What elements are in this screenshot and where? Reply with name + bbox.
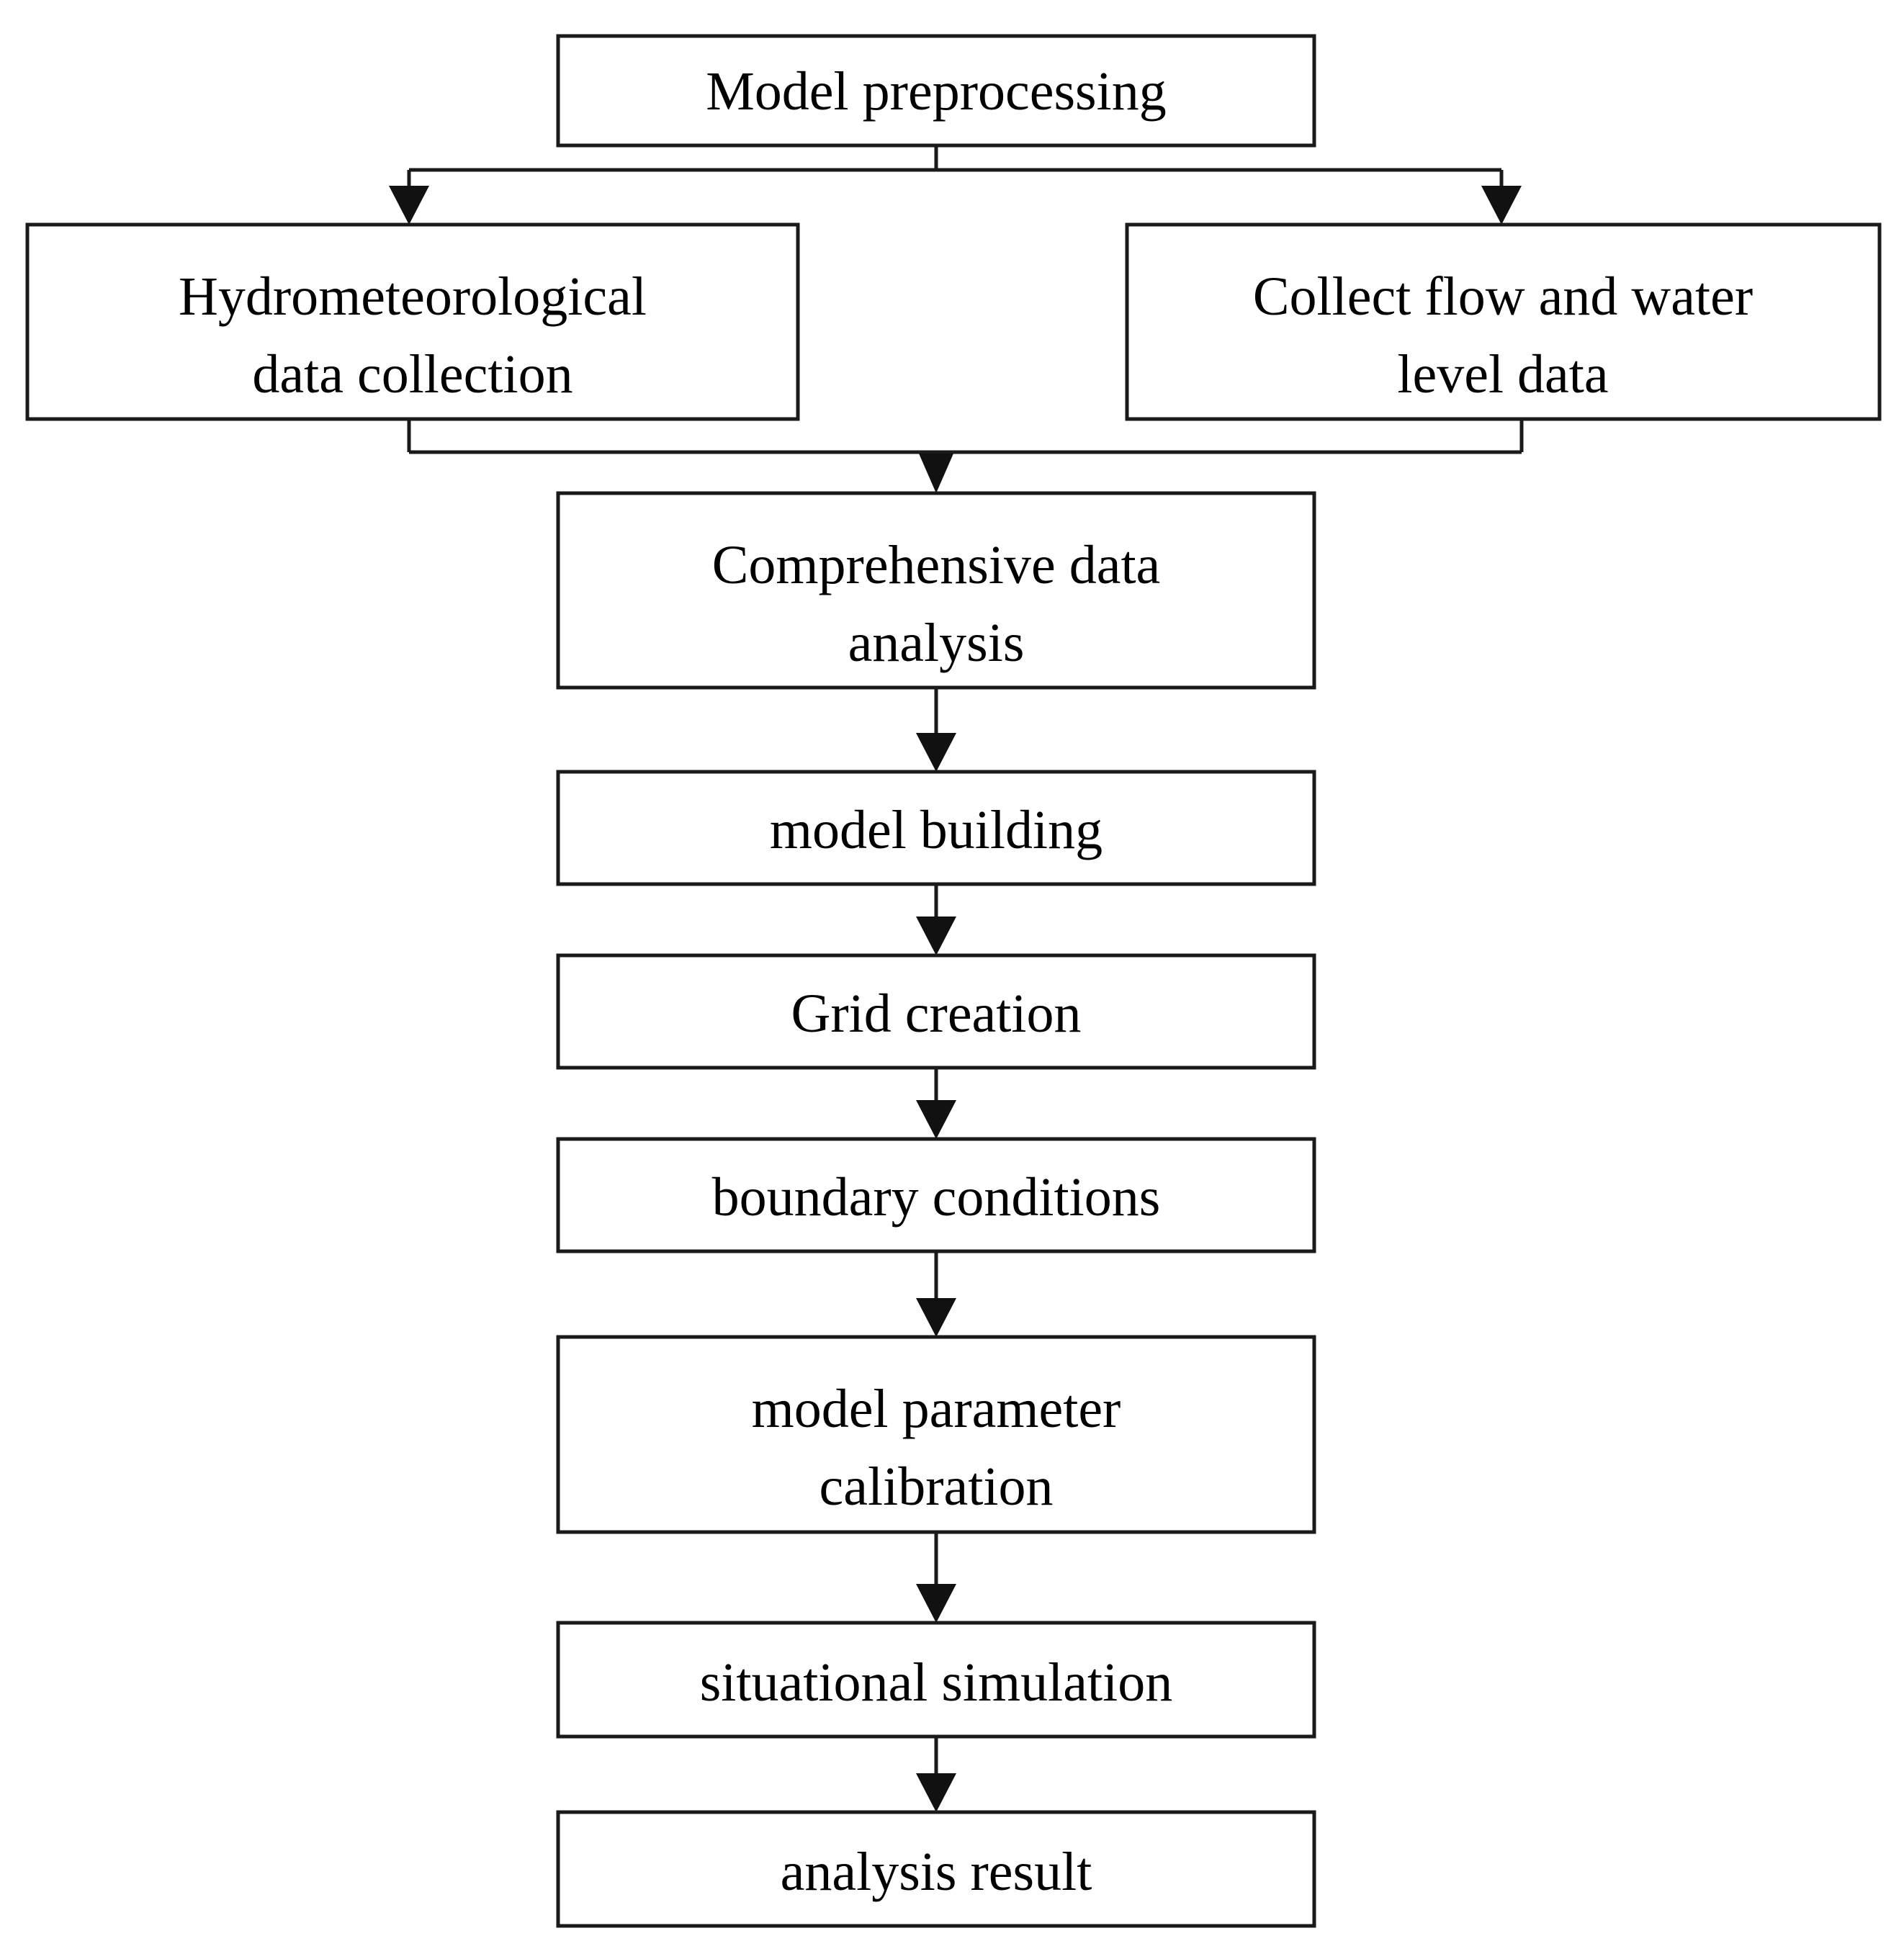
arrow-head-to-model-parameter-calibration: [916, 1298, 956, 1337]
node-box[interactable]: [556, 1335, 1316, 1534]
node-label-model-preprocessing: Model preprocessing: [706, 61, 1167, 122]
node-box[interactable]: [556, 1621, 1316, 1739]
node-comprehensive-data-analysis[interactable]: Comprehensive data analysis: [556, 491, 1316, 690]
node-label-hydrometeorological-line1: Hydrometeorological: [179, 266, 647, 327]
node-label-situational-simulation: situational simulation: [700, 1652, 1173, 1713]
arrow-head-to-situational-simulation: [916, 1584, 956, 1623]
edge-model-building-to-grid-creation: [916, 884, 956, 955]
node-collect-flow-and-water-level-data[interactable]: Collect flow and water level data: [1125, 222, 1882, 421]
node-box[interactable]: [25, 222, 800, 421]
edge-comprehensive-to-model-building: [916, 688, 956, 772]
node-hydrometeorological-data-collection[interactable]: Hydrometeorological data collection: [25, 222, 800, 421]
edge-grid-creation-to-boundary-conditions: [916, 1068, 956, 1139]
node-label-boundary-conditions: boundary conditions: [712, 1167, 1161, 1228]
node-model-parameter-calibration[interactable]: model parameter calibration: [556, 1335, 1316, 1534]
node-label-collect-flow-line1: Collect flow and water: [1253, 266, 1753, 327]
node-box[interactable]: [556, 1137, 1316, 1253]
node-label-comprehensive-line1: Comprehensive data: [712, 535, 1161, 595]
node-grid-creation[interactable]: Grid creation: [556, 953, 1316, 1070]
node-analysis-result[interactable]: analysis result: [556, 1810, 1316, 1928]
arrow-head-to-collect-flow: [1481, 186, 1522, 225]
arrow-head-to-analysis-result: [916, 1773, 956, 1812]
node-label-grid-creation: Grid creation: [791, 983, 1081, 1044]
node-label-model-building: model building: [770, 800, 1103, 860]
edge-merge-to-comprehensive: [407, 419, 1524, 493]
edge-situational-simulation-to-analysis-result: [916, 1737, 956, 1812]
node-model-preprocessing[interactable]: Model preprocessing: [556, 34, 1316, 148]
edge-model-parameter-calibration-to-situational-simulation: [916, 1532, 956, 1623]
arrow-head-to-model-building: [916, 733, 956, 772]
node-box[interactable]: [556, 1810, 1316, 1928]
node-label-model-parameter-line2: calibration: [819, 1456, 1054, 1517]
node-label-comprehensive-line2: analysis: [848, 613, 1025, 673]
node-box[interactable]: [1125, 222, 1882, 421]
node-box[interactable]: [556, 34, 1316, 148]
arrow-head-to-boundary-conditions: [916, 1100, 956, 1139]
edge-preprocessing-split: [389, 145, 1522, 225]
node-label-analysis-result: analysis result: [781, 1842, 1092, 1902]
node-boundary-conditions[interactable]: boundary conditions: [556, 1137, 1316, 1253]
arrow-head-to-comprehensive: [919, 454, 953, 493]
node-situational-simulation[interactable]: situational simulation: [556, 1621, 1316, 1739]
node-box[interactable]: [556, 953, 1316, 1070]
node-label-hydrometeorological-line2: data collection: [252, 344, 572, 405]
arrow-head-to-grid-creation: [916, 917, 956, 955]
node-box[interactable]: [556, 770, 1316, 886]
edge-boundary-conditions-to-model-parameter-calibration: [916, 1251, 956, 1337]
arrow-head-to-hydrometeorological: [389, 186, 429, 225]
node-box[interactable]: [556, 491, 1316, 690]
node-label-collect-flow-line2: level data: [1397, 344, 1608, 405]
node-label-model-parameter-line1: model parameter: [752, 1379, 1121, 1439]
node-model-building[interactable]: model building: [556, 770, 1316, 886]
